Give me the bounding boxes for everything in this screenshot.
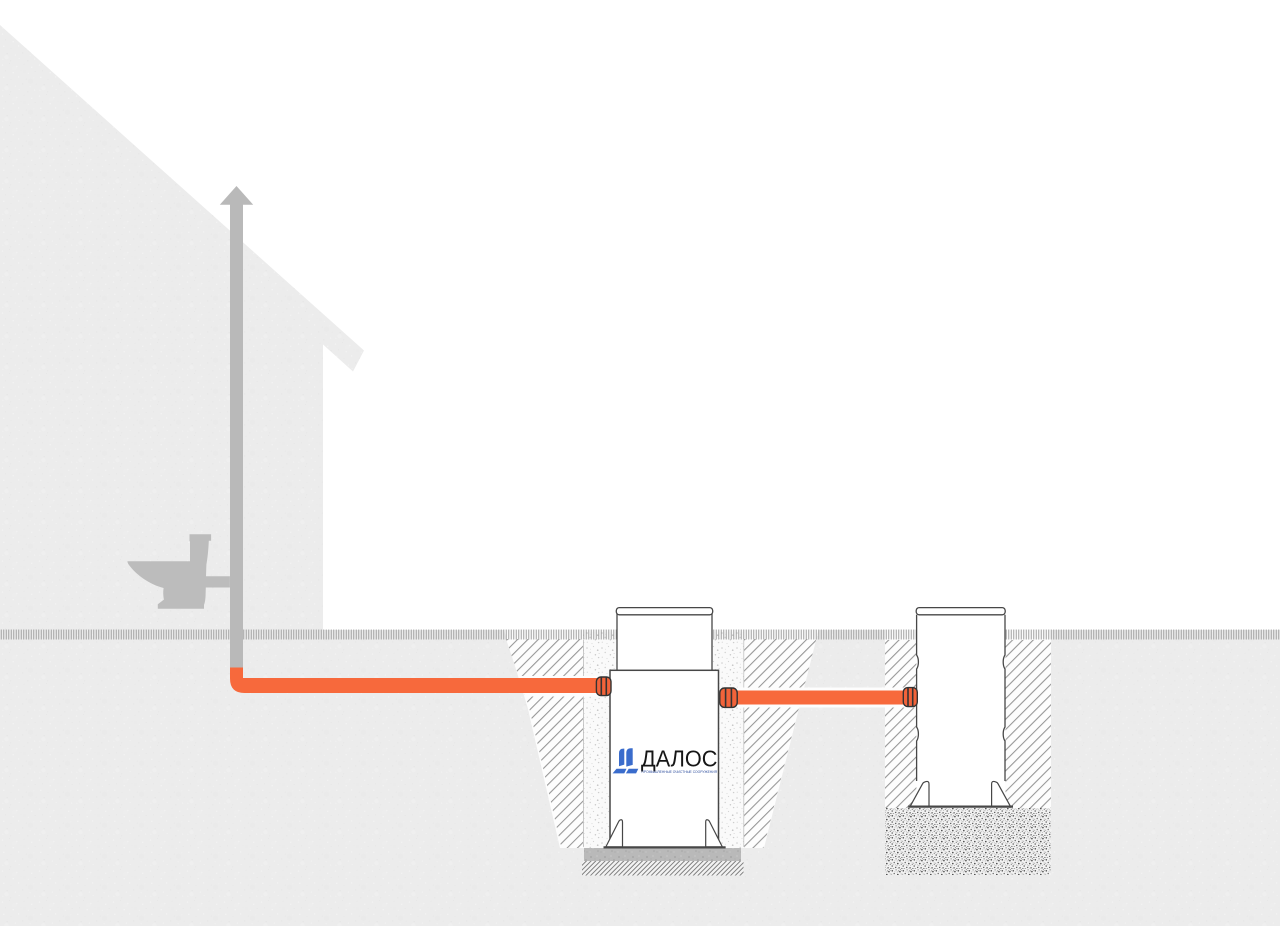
svg-text:ДАЛОС: ДАЛОС bbox=[641, 745, 718, 771]
svg-text:ПРОМЫШЛЕННЫЕ ОЧИСТНЫЕ СООРУЖЕН: ПРОМЫШЛЕННЫЕ ОЧИСТНЫЕ СООРУЖЕНИЯ bbox=[642, 770, 718, 774]
